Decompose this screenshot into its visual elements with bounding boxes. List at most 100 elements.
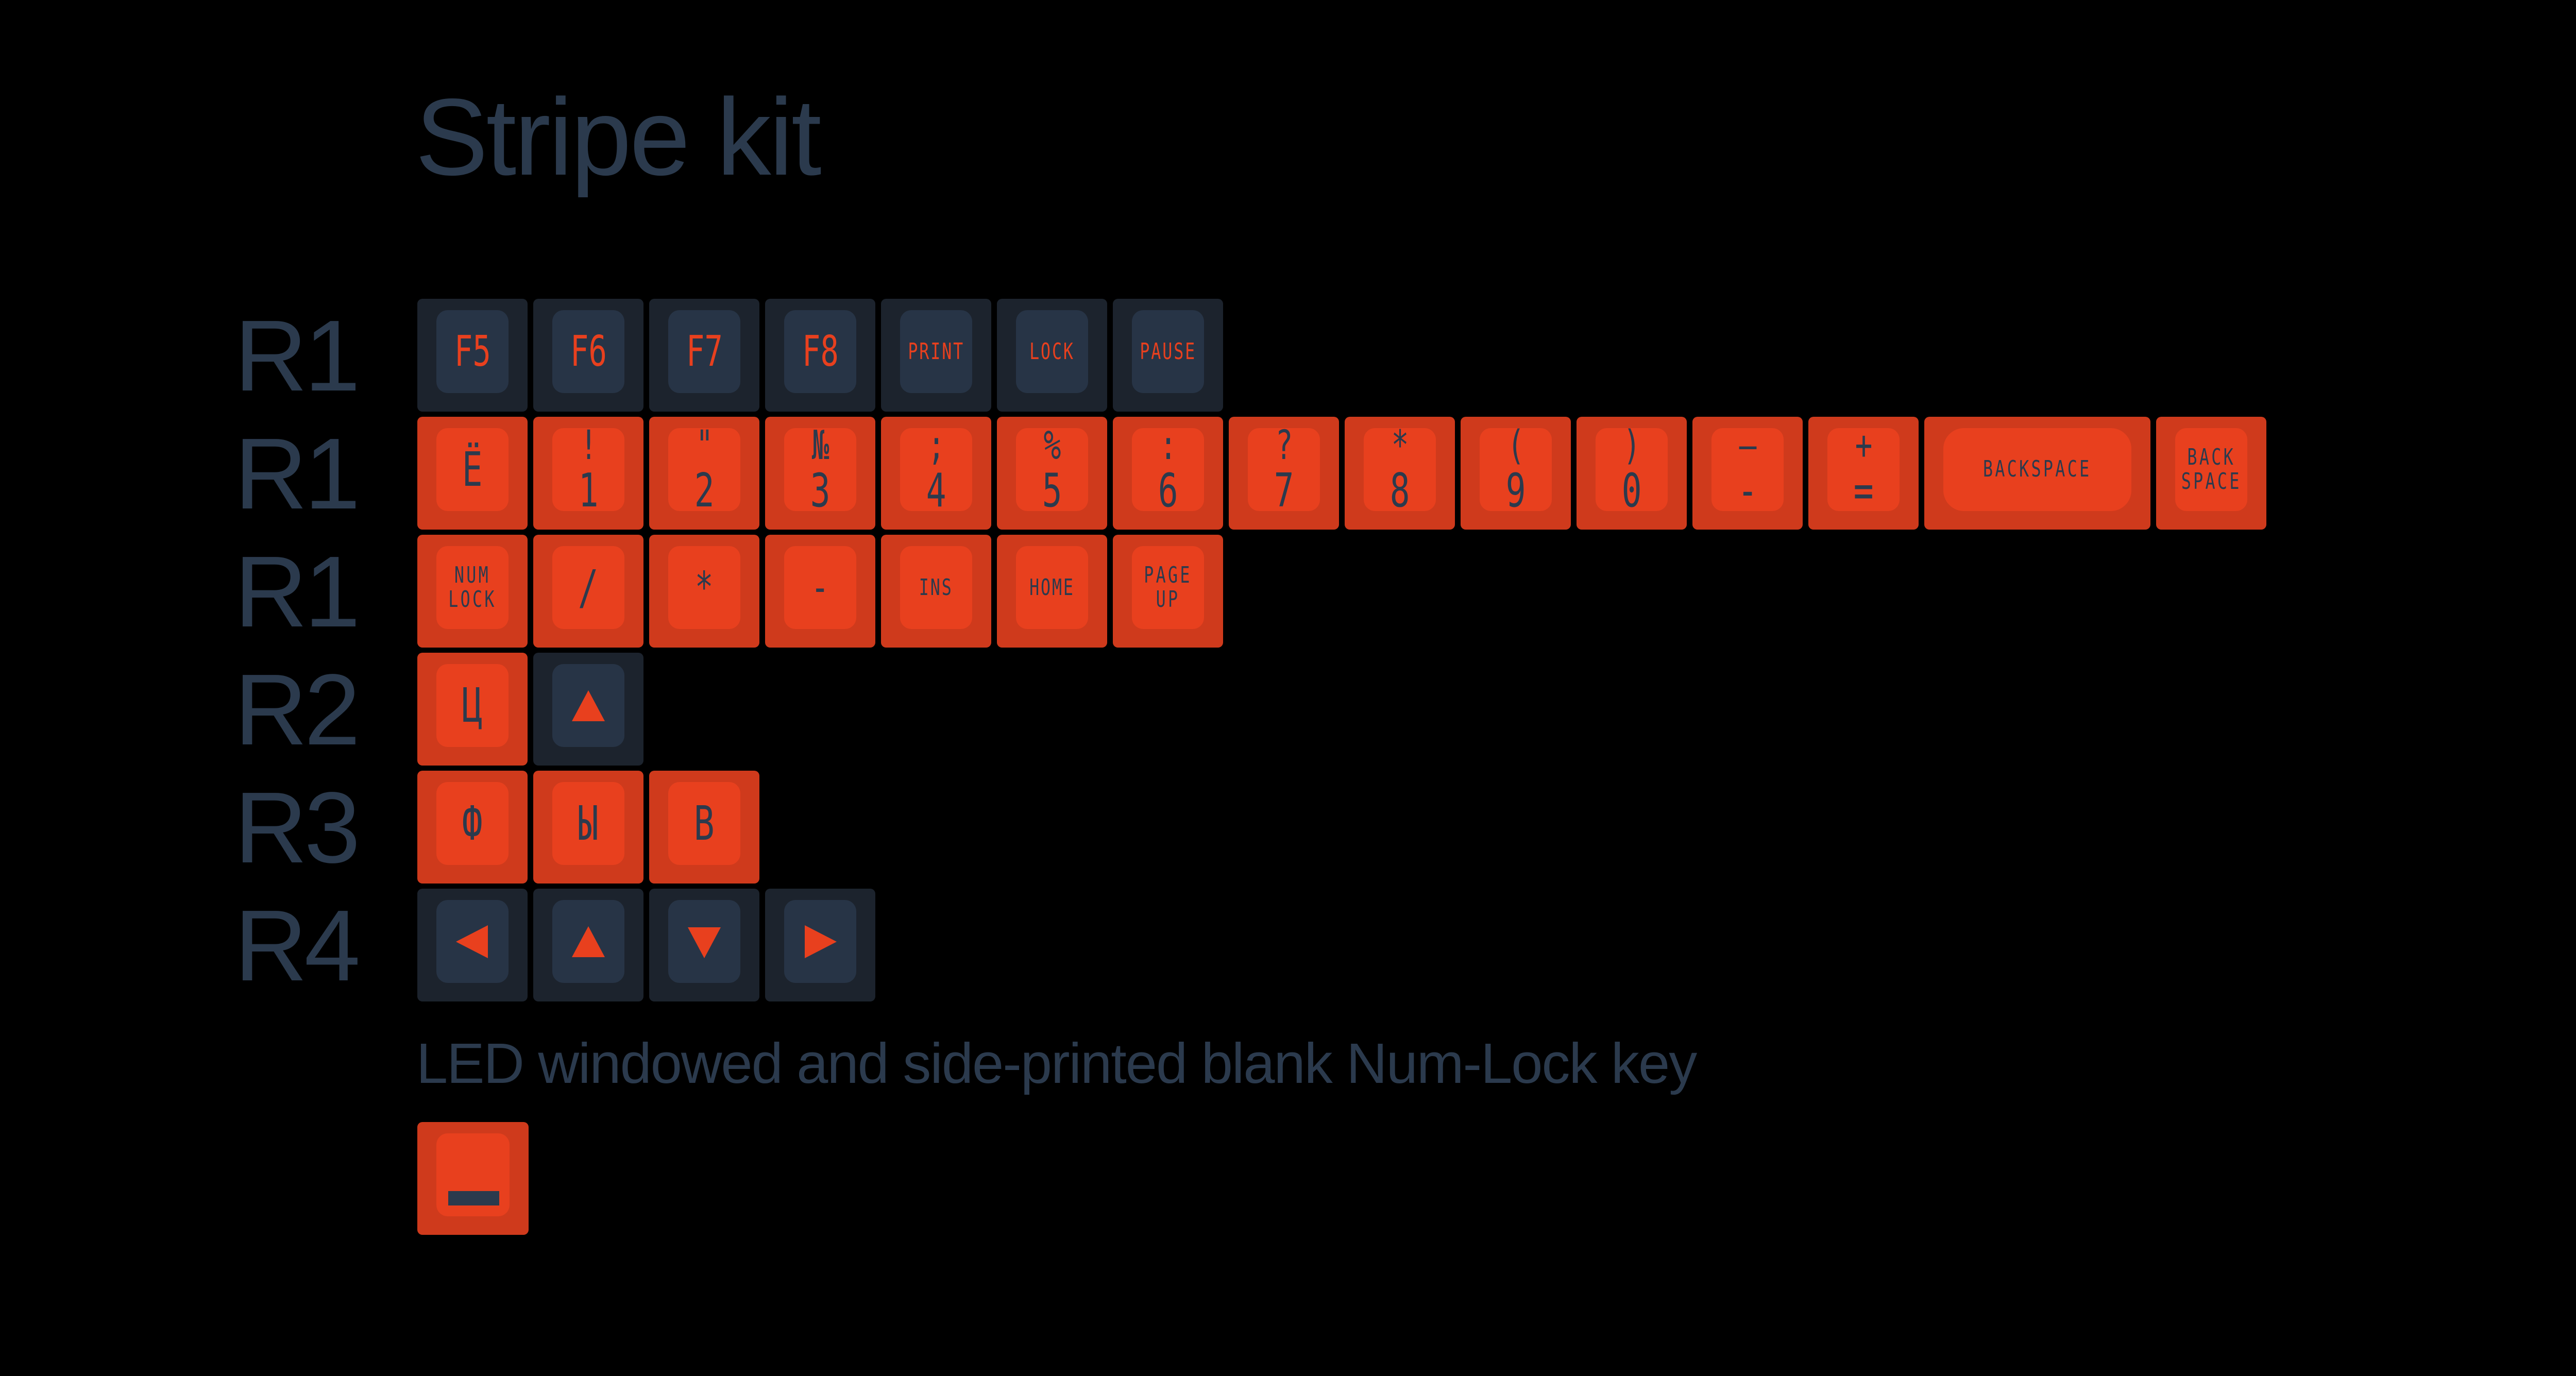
keycap-top: F8 [784, 310, 856, 393]
keycap [649, 889, 759, 1001]
keycap-top [436, 900, 509, 983]
key-legend: В [694, 795, 715, 851]
keycap-top: (9 [1480, 422, 1552, 518]
keycap-top: ?7 [1248, 426, 1320, 518]
keycap: PAUSE [1113, 299, 1223, 412]
legend-shifted: * [1391, 422, 1409, 469]
key-legend: F6 [570, 327, 607, 376]
keycap: F8 [765, 299, 875, 412]
keycap: F6 [533, 299, 643, 412]
legend-primary: 3 [810, 463, 831, 518]
row-label: R1 [234, 535, 361, 648]
keycap-top: %5 [1016, 422, 1088, 514]
key-legend: LOCK [1029, 338, 1075, 365]
keycap-top: —- [1711, 422, 1784, 518]
keycap [533, 889, 643, 1001]
key-legend: * [695, 563, 714, 612]
keycap: PRINT [881, 299, 991, 412]
legend-shifted: ! [580, 422, 597, 469]
keycap-top: Ф [436, 782, 509, 865]
blank-numlock-key [417, 1122, 529, 1235]
legend-shifted: — [1739, 422, 1756, 469]
keycap: В [649, 771, 759, 884]
keycap: NUM LOCK [417, 535, 528, 648]
legend-shifted: ) [1623, 422, 1640, 469]
keycap: - [765, 535, 875, 648]
keycap: Ы [533, 771, 643, 884]
key-legend: NUM LOCK [448, 562, 497, 613]
keycap-top: )0 [1596, 422, 1668, 518]
key-legend: INS [919, 574, 953, 601]
keycap: BACKSPACE [1924, 417, 2150, 530]
key-legend: - [811, 563, 829, 612]
keycap-top: Ё [436, 428, 509, 511]
key-legend: PRINT [908, 338, 964, 365]
keycap: LOCK [997, 299, 1107, 412]
keycap-top: * [668, 546, 740, 629]
legend-shifted: ( [1507, 422, 1524, 469]
keycap [765, 889, 875, 1001]
keycap-top: В [668, 782, 740, 865]
keycap-top: !1 [552, 422, 624, 518]
keycap: / [533, 535, 643, 648]
keycap: Ф [417, 771, 528, 884]
keycap-top: :6 [1132, 426, 1204, 518]
row-label: R3 [234, 771, 361, 884]
legend-primary: 7 [1274, 463, 1294, 518]
keycap-top [552, 664, 624, 747]
led-window-icon [448, 1191, 499, 1205]
key-legend: PAGE UP [1144, 562, 1192, 613]
legend-shifted: % [1043, 422, 1061, 469]
keycap: INS [881, 535, 991, 648]
row-label: R4 [234, 889, 361, 1002]
legend-shifted: + [1855, 422, 1872, 469]
keycap-top: HOME [1016, 546, 1088, 629]
keycap: F5 [417, 299, 528, 412]
key-legend: F7 [686, 327, 723, 376]
legend-primary: - [1737, 463, 1758, 518]
legend-primary: 8 [1389, 463, 1410, 518]
arrow-up-icon [572, 926, 605, 957]
keycap-top: += [1827, 422, 1900, 518]
legend-primary: 1 [578, 463, 599, 518]
keycap: !1 [533, 417, 643, 530]
keycap-top: F5 [436, 310, 509, 393]
key-legend: / [578, 559, 599, 615]
arrow-up-icon [572, 690, 605, 721]
key-legend: BACK SPACE [2181, 444, 2242, 495]
key-legend: BACKSPACE [1983, 456, 2092, 483]
page-title: Stripe kit [415, 76, 822, 198]
keycap-top: "2 [668, 422, 740, 514]
keycap: F7 [649, 299, 759, 412]
keycap-top: - [784, 546, 856, 629]
legend-primary: = [1853, 463, 1874, 518]
keycap-top: PAUSE [1132, 310, 1204, 393]
keycap [533, 653, 643, 766]
blank-key-caption: LED windowed and side-printed blank Num-… [416, 1032, 1697, 1095]
legend-primary: 9 [1505, 463, 1526, 518]
legend-primary: 0 [1621, 463, 1642, 518]
keycap-top: *8 [1364, 422, 1436, 518]
legend-shifted: ; [927, 422, 945, 469]
legend-shifted: " [696, 422, 713, 469]
keycap-top: F6 [552, 310, 624, 393]
key-legend: Ц [462, 677, 483, 733]
row-label: R1 [234, 417, 361, 530]
keycap-top [552, 900, 624, 983]
keycap: BACK SPACE [2156, 417, 2266, 530]
keycap: Ц [417, 653, 528, 766]
keycap-top: LOCK [1016, 310, 1088, 393]
keycap-top: BACK SPACE [2175, 428, 2247, 511]
keycap: ;4 [881, 417, 991, 530]
keycap: "2 [649, 417, 759, 530]
keycap-top: PRINT [900, 310, 972, 393]
keycap [417, 889, 528, 1001]
keycap-top [784, 900, 856, 983]
row-label: R1 [234, 299, 361, 412]
arrow-right-icon [805, 925, 837, 958]
legend-primary: 6 [1158, 463, 1178, 518]
keycap: :6 [1113, 417, 1223, 530]
legend-primary: 4 [926, 463, 946, 518]
